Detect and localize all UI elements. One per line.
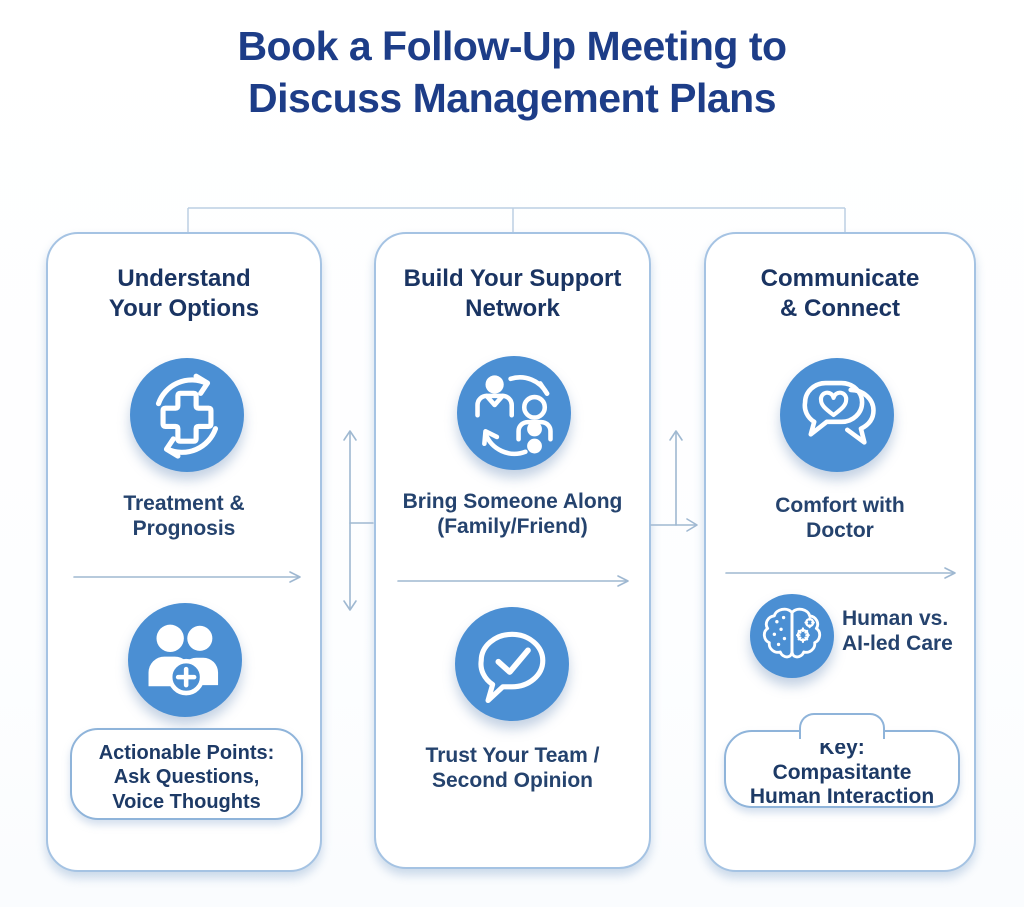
chat-heart-icon bbox=[780, 358, 894, 472]
card1-caption: Treatment & Prognosis bbox=[123, 492, 245, 540]
card1-heading: Understand Your Options bbox=[108, 265, 260, 323]
card2-heading: Build Your Support Network bbox=[403, 265, 622, 323]
key-callout: Key: Compasitante Human Interaction bbox=[724, 713, 960, 808]
gap2-up-arrow bbox=[669, 430, 683, 526]
card2-caption1: Bring Someone Along (Family/Friend) bbox=[402, 490, 623, 538]
card2-caption2: Trust Your Team / Second Opinion bbox=[425, 744, 600, 792]
card3-caption2: Human vs. AI-led Care bbox=[842, 607, 953, 656]
gap1-double-arrow bbox=[343, 430, 374, 611]
card-build-support-network: Build Your Support Network Bring Someone… bbox=[374, 232, 651, 869]
people-exchange-icon bbox=[457, 356, 571, 470]
brain-ai-icon bbox=[750, 594, 834, 678]
card3-caption1: Comfort with Doctor bbox=[775, 494, 905, 542]
card3-heading: Communicate & Connect bbox=[760, 265, 920, 323]
key-callout-bump bbox=[799, 713, 885, 743]
actionable-points-callout: Actionable Points: Ask Questions, Voice … bbox=[70, 728, 303, 820]
chat-check-icon bbox=[455, 607, 569, 721]
treatment-refresh-icon bbox=[130, 358, 244, 472]
top-bracket-connector bbox=[187, 207, 846, 232]
card-understand-your-options: Understand Your Options Treatment & Prog… bbox=[46, 232, 322, 872]
card-communicate-connect: Communicate & Connect Comfort with Docto… bbox=[704, 232, 976, 872]
page-title: Book a Follow-Up Meeting to Discuss Mana… bbox=[237, 23, 787, 122]
add-people-icon bbox=[128, 603, 242, 717]
gap2-right-arrow bbox=[650, 518, 698, 532]
